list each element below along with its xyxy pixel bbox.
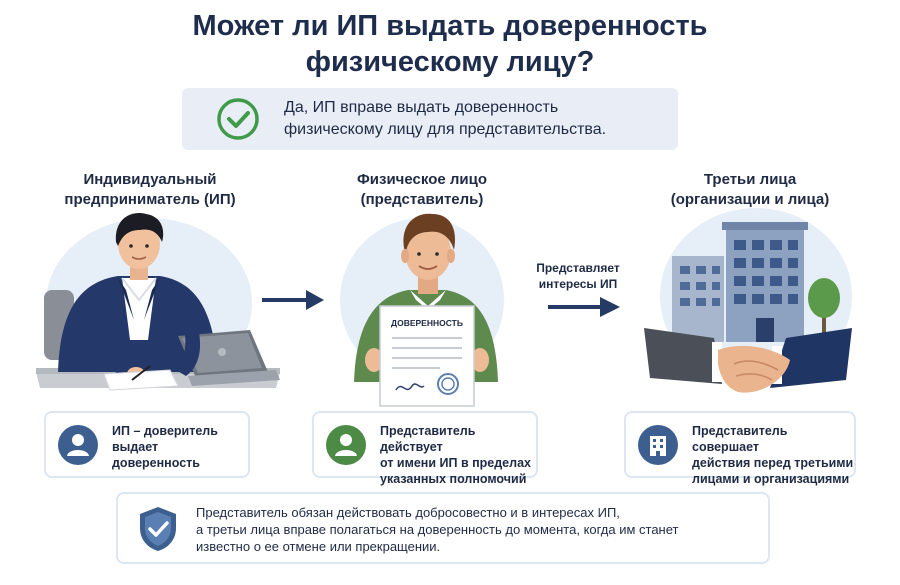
column-title-line: Физическое лицо [356,171,487,188]
representative-illustration [354,213,498,407]
arrow-right-icon [262,290,324,310]
card-line: Представитель совершает [692,424,788,454]
bottom-note-line: известно о ее отмене или прекращении. [196,539,441,554]
column-title-entrepreneur: Индивидуальный предприниматель (ИП) [40,170,260,210]
check-circle-icon [217,98,259,140]
card-line: указанных полномочий [380,472,527,486]
bottom-note-line: а третьи лица вправе полагаться на довер… [196,522,679,537]
card-line: лицами и организациями [692,472,850,486]
column-title-line: (представитель) [360,191,484,208]
building-icon [638,425,678,465]
answer-text: Да, ИП вправе выдать доверенность физиче… [284,97,606,141]
column-title-line: Индивидуальный [83,171,217,188]
card-line: ИП – доверитель [112,424,218,438]
card-line: Представитель действует [380,424,476,454]
answer-box: Да, ИП вправе выдать доверенность физиче… [182,88,678,150]
card-entrepreneur: ИП – доверитель выдает доверенность [44,411,250,478]
card-text: Представитель действует от имени ИП в пр… [380,423,536,487]
card-text: Представитель совершает действия перед т… [692,423,854,487]
column-title-line: Третьи лица [703,171,797,188]
arrow-label-line: Представляет [536,261,620,275]
third-parties-illustration [644,222,852,393]
page-title: Может ли ИП выдать доверенность физическ… [0,8,900,80]
column-title-line: (организации и лица) [670,191,830,208]
column-title-third-parties: Третьи лица (организации и лица) [640,170,860,210]
person-icon [58,425,98,465]
title-line-1: Может ли ИП выдать доверенность [192,10,708,42]
card-line: выдает доверенность [112,440,200,470]
arrow-right-icon [548,297,620,317]
card-line: действия перед третьими [692,456,854,470]
shield-check-icon [140,507,176,551]
bottom-note-text: Представитель обязан действовать добросо… [196,504,679,555]
column-title-line: предприниматель (ИП) [64,191,236,208]
arrow-label-line: интересы ИП [538,277,618,291]
answer-line-2: физическому лицу для представительства. [284,121,607,138]
entrepreneur-illustration [36,213,280,391]
person-icon [326,425,366,465]
card-representative: Представитель действует от имени ИП в пр… [312,411,538,486]
title-line-2: физическому лицу? [305,46,595,78]
card-text: ИП – доверитель выдает доверенность [112,423,248,471]
card-third-parties: Представитель совершает действия перед т… [624,411,856,486]
arrow-label: Представляет интересы ИП [520,260,636,292]
bottom-note: Представитель обязан действовать добросо… [116,492,770,564]
bottom-note-line: Представитель обязан действовать добросо… [196,505,620,520]
column-title-individual: Физическое лицо (представитель) [312,170,532,210]
document-label: ДОВЕРЕННОСТЬ [391,318,463,328]
answer-line-1: Да, ИП вправе выдать доверенность [284,99,559,116]
card-line: от имени ИП в пределах [380,456,531,470]
